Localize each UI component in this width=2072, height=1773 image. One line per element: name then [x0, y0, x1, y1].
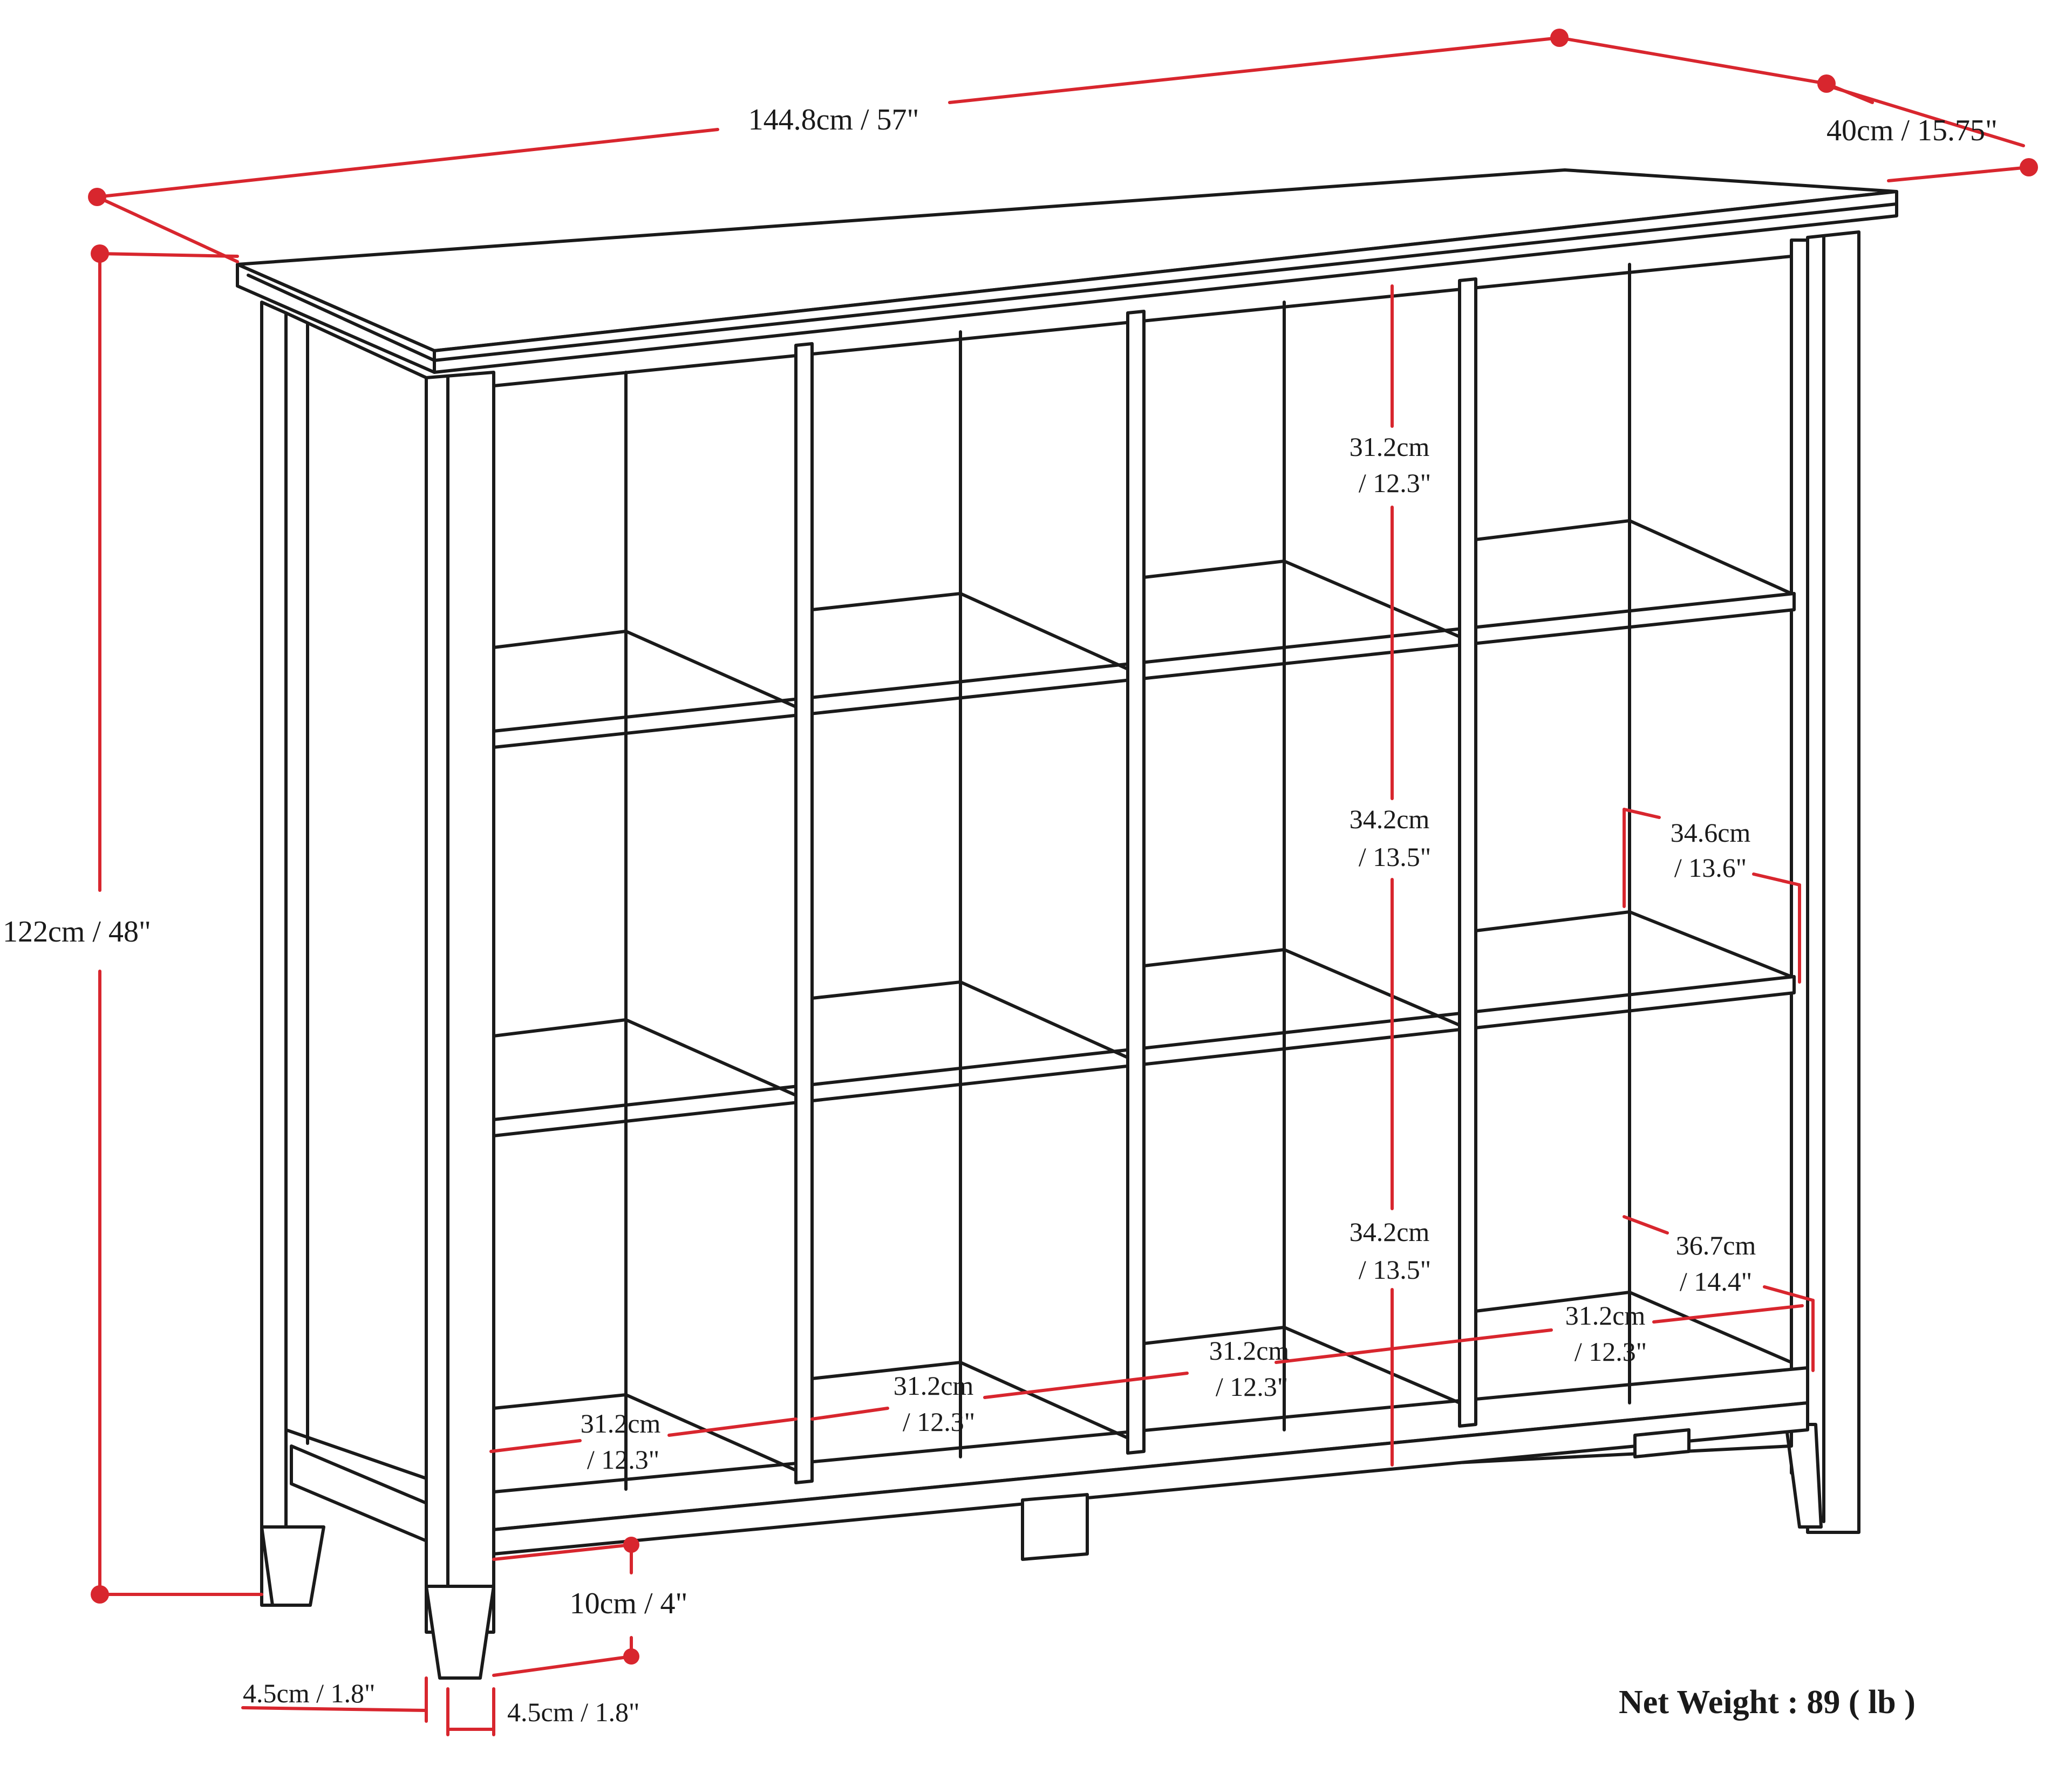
middle-cube-depth-label-in: / 13.6"	[1674, 853, 1747, 883]
leg-depth-label: 4.5cm / 1.8"	[507, 1697, 639, 1727]
middle-foot	[1021, 1493, 1089, 1561]
bottom-apron	[492, 1401, 1809, 1556]
cube-width-3-label-in: / 12.3"	[1216, 1372, 1288, 1402]
middle-cube-height-label: 34.2cm	[1349, 804, 1430, 834]
width-label: 144.8cm / 57"	[748, 103, 919, 137]
right-front-post	[1806, 230, 1860, 1534]
dimension-labels: 144.8cm / 57" 40cm / 15.75" 122cm / 48" …	[3, 103, 1998, 1727]
height-label: 122cm / 48"	[3, 915, 151, 949]
cube-width-1-label: 31.2cm	[581, 1408, 661, 1438]
divider-2	[1126, 310, 1146, 1455]
right-back-post	[1790, 238, 1809, 1475]
dimension-lines	[88, 29, 2038, 1736]
front-left-leg	[425, 1585, 495, 1680]
cube-width-2-label-in: / 12.3"	[903, 1407, 975, 1437]
left-back-post	[260, 301, 288, 1607]
middle-cube-height-label-in: / 13.5"	[1359, 842, 1431, 872]
cube-width-2-label: 31.2cm	[894, 1370, 974, 1401]
back-right-foot	[1633, 1428, 1691, 1458]
cube-width-4-label: 31.2cm	[1565, 1300, 1646, 1331]
leg-width-label: 4.5cm / 1.8"	[243, 1678, 375, 1708]
top-cube-height-label-in: / 12.3"	[1359, 468, 1431, 498]
middle-cube-depth-label: 34.6cm	[1671, 817, 1751, 848]
bottom-cube-depth-label-in: / 14.4"	[1680, 1266, 1752, 1297]
divider-3	[1458, 277, 1477, 1428]
bottom-cube-height-label: 34.2cm	[1349, 1217, 1430, 1247]
bookcase-drawing	[236, 168, 1898, 1680]
top-cube-height-label: 31.2cm	[1349, 432, 1430, 462]
net-weight-label: Net Weight : 89 ( lb )	[1619, 1684, 1916, 1721]
depth-label: 40cm / 15.75"	[1826, 114, 1998, 147]
back-left-leg	[260, 1525, 325, 1607]
cube-width-1-label-in: / 12.3"	[587, 1444, 659, 1475]
bottom-cube-depth-label: 36.7cm	[1676, 1230, 1756, 1260]
bottom-cube-height-label-in: / 13.5"	[1359, 1254, 1431, 1285]
cube-width-4-label-in: / 12.3"	[1575, 1336, 1647, 1367]
top-surface	[236, 168, 1898, 352]
cube-width-3-label: 31.2cm	[1209, 1335, 1290, 1366]
divider-1	[794, 342, 814, 1484]
front-left-post	[425, 371, 495, 1634]
clearance-label: 10cm / 4"	[570, 1587, 688, 1620]
